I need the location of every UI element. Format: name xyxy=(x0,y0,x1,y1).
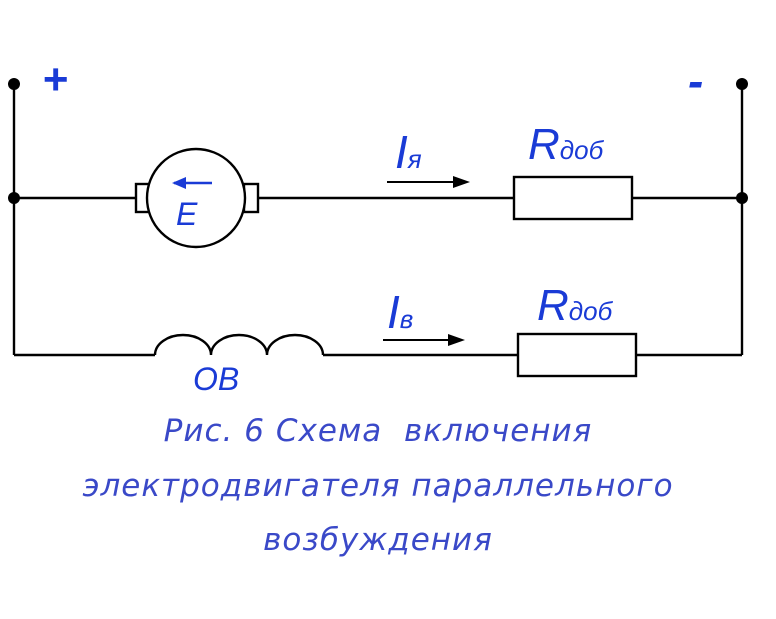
armature-current-arrow-icon xyxy=(387,176,470,188)
plus-terminal-label: + xyxy=(42,55,68,104)
emf-arrow-icon xyxy=(172,177,212,189)
field-current-arrow-icon xyxy=(383,334,465,346)
minus-terminal-label: - xyxy=(688,55,703,107)
plus-terminal-node xyxy=(8,78,20,90)
motor-circle xyxy=(145,147,247,249)
caption-line-2: электродвигателя параллельного xyxy=(82,468,673,504)
caption-line-1: Рис. 6 Схема включения xyxy=(164,413,593,449)
armature-resistor-label: Rдоб xyxy=(528,120,605,169)
field-winding-label: ОВ xyxy=(193,361,239,397)
armature-motor: E xyxy=(134,147,260,249)
field-winding-coil xyxy=(153,333,325,356)
armature-resistor xyxy=(512,175,634,221)
minus-terminal-node xyxy=(736,78,748,90)
armature-current-label: Iя xyxy=(395,126,422,178)
field-resistor-label: Rдоб xyxy=(537,281,614,330)
right-junction-node xyxy=(736,192,748,204)
field-current-label: Iв xyxy=(387,286,413,338)
emf-label: E xyxy=(176,196,198,232)
field-resistor xyxy=(516,332,638,378)
caption-line-3: возбуждения xyxy=(263,522,493,558)
left-junction-node xyxy=(8,192,20,204)
